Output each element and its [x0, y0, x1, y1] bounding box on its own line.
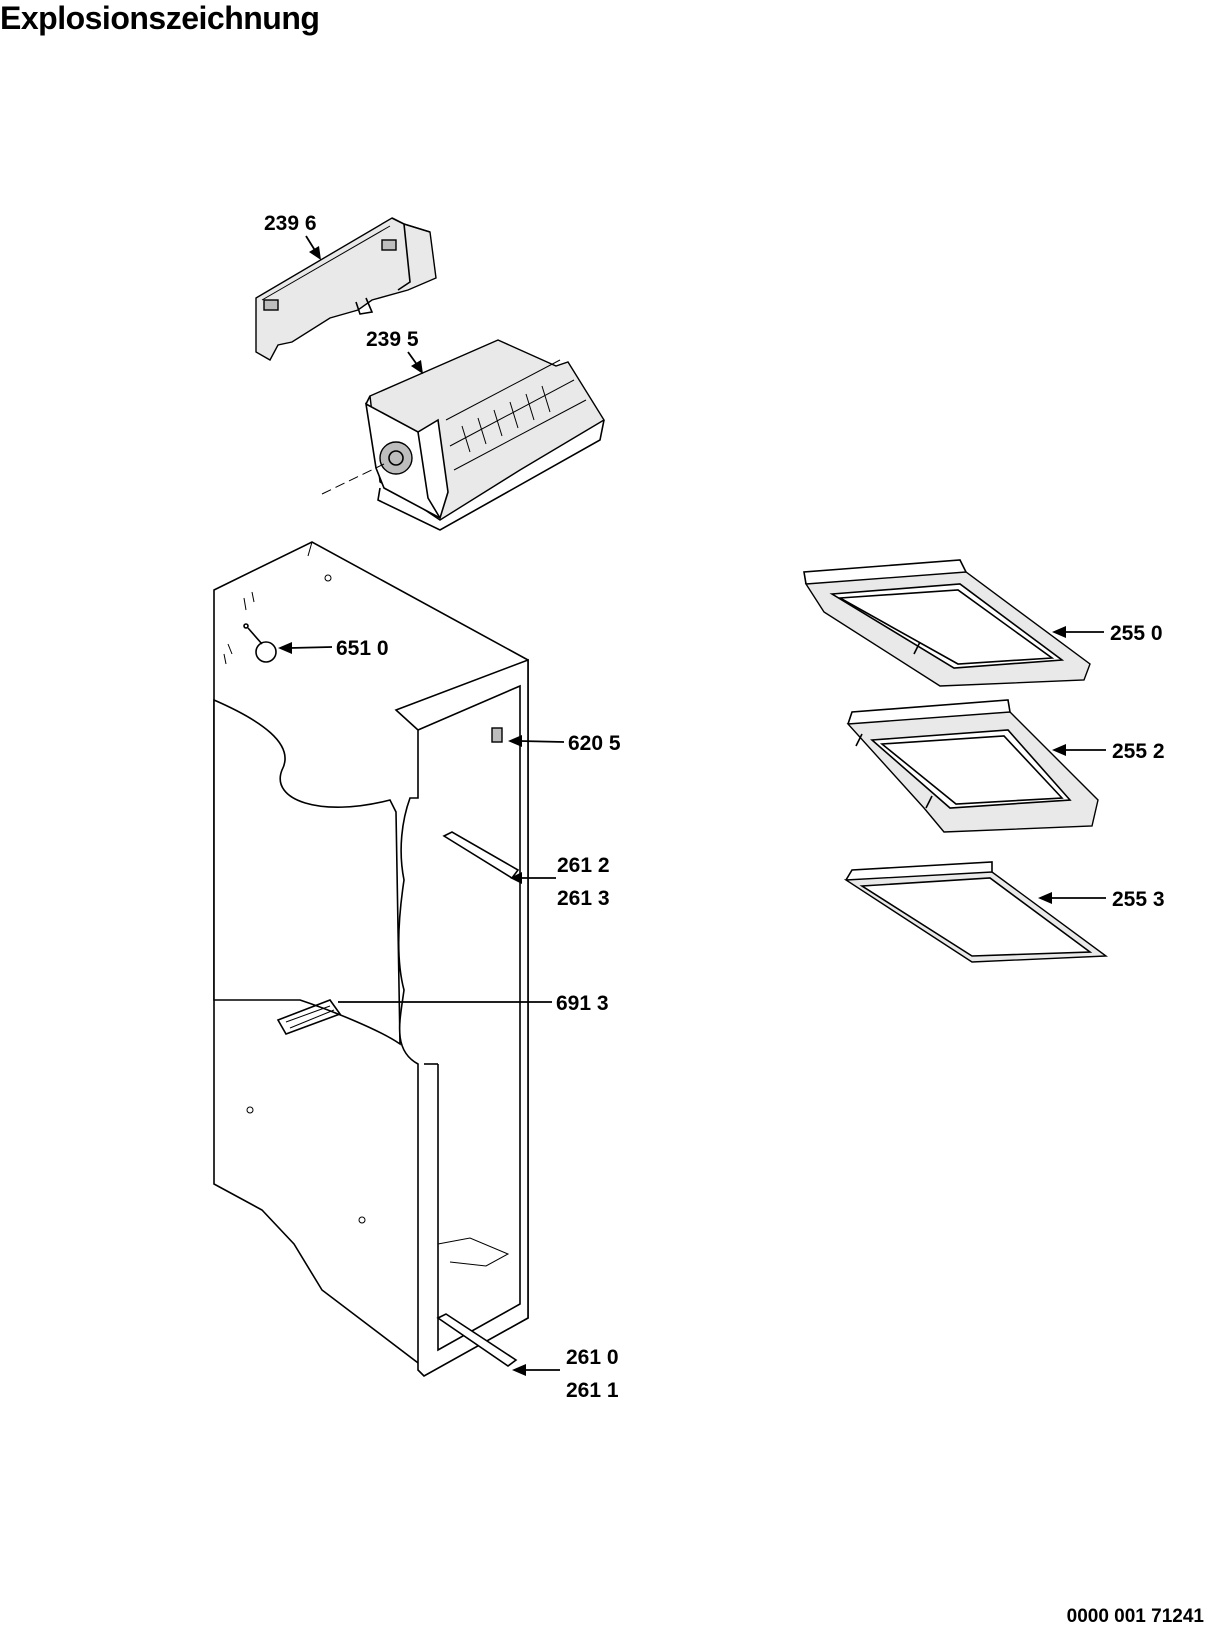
- part-label-2613: 261 3: [557, 887, 610, 910]
- part-label-2552: 255 2: [1112, 740, 1165, 763]
- part-label-2612: 261 2: [557, 854, 610, 877]
- shelf-part-2550: [803, 559, 1091, 687]
- bracket-part-2396: [255, 217, 437, 361]
- part-label-2550: 255 0: [1110, 622, 1163, 645]
- document-number: 0000 001 71241: [1066, 1606, 1204, 1627]
- icemaker-axis-line: [321, 463, 385, 495]
- part-label-6205: 620 5: [568, 732, 621, 755]
- part-label-2610: 261 0: [566, 1346, 619, 1369]
- part-label-6913: 691 3: [556, 992, 609, 1015]
- icemaker-part-2395: [364, 339, 605, 531]
- part-label-2395: 239 5: [366, 328, 419, 351]
- part-label-2396: 239 6: [264, 212, 317, 235]
- page-title: Explosionszeichnung: [0, 0, 320, 36]
- cabinet-body: [213, 541, 529, 1377]
- part-label-2611: 261 1: [566, 1379, 619, 1402]
- part-label-2553: 255 3: [1112, 888, 1165, 911]
- shelf-part-2553: [843, 861, 1109, 963]
- leader-lines: [278, 235, 1106, 1376]
- shelf-part-2552: [846, 699, 1099, 833]
- part-label-6510: 651 0: [336, 637, 389, 660]
